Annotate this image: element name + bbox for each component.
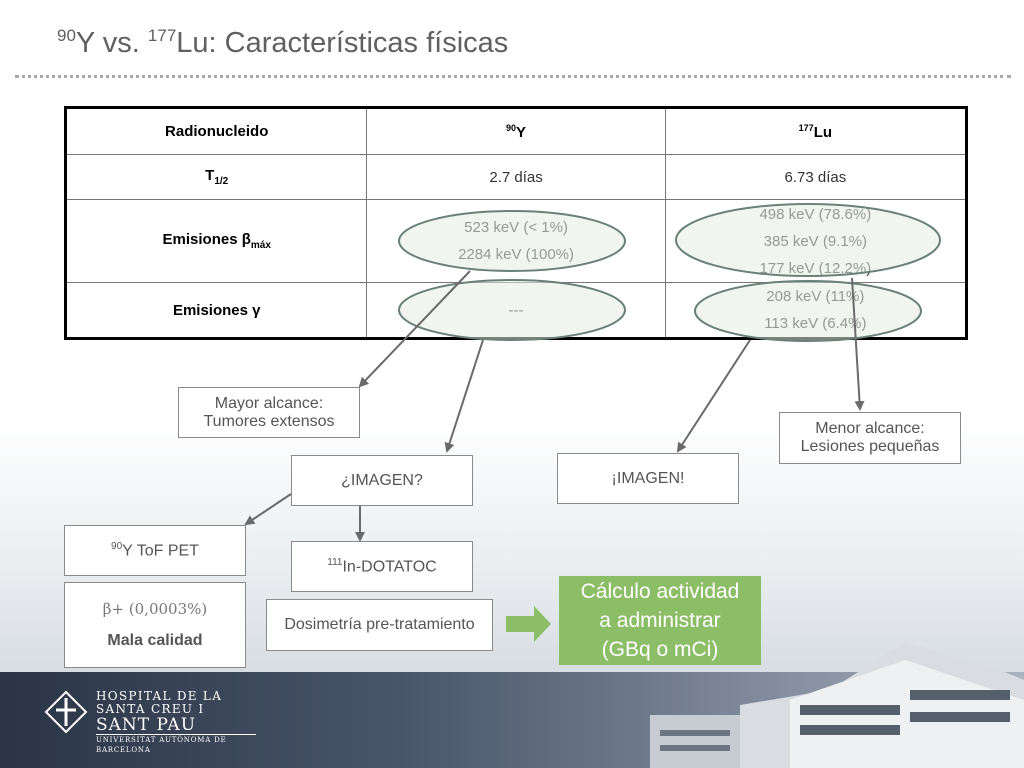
beta-lu: 498 keV (78.6%) 385 keV (9.1%) 177 keV (… xyxy=(664,199,968,283)
page-title: 90Y vs. 177Lu: Características físicas xyxy=(57,26,509,59)
table-row: Emisiones γ --- 208 keV (11%) 113 keV (6… xyxy=(64,282,968,339)
hospital-logo: HOSPITAL DE LA SANTA CREU I SANT PAU UNI… xyxy=(44,690,256,754)
half-life-y: 2.7 días xyxy=(366,154,666,200)
hospital-emblem-icon xyxy=(44,690,88,734)
gamma-label: Emisiones γ xyxy=(64,282,368,339)
imagen-question-box: ¿IMAGEN? xyxy=(291,455,473,506)
beta-label: Emisiones βmáx xyxy=(64,199,368,283)
header-lu: 177Lu xyxy=(664,107,968,155)
radionuclide-table: Radionucleido 90Y 177Lu T1/2 2.7 días 6.… xyxy=(64,106,968,340)
beta-plus-box: β+ (0,0003%) Mala calidad xyxy=(64,582,246,668)
title-divider xyxy=(15,75,1011,78)
beta-y: 523 keV (< 1%) 2284 keV (100%) xyxy=(366,199,666,283)
menor-alcance-box: Menor alcance:Lesiones pequeñas xyxy=(779,412,961,464)
indotatoc-box: 111In-DOTATOC xyxy=(291,541,473,592)
table-row: Emisiones βmáx 523 keV (< 1%) 2284 keV (… xyxy=(64,199,968,283)
header-label: Radionucleido xyxy=(64,107,368,155)
dosimetria-box: Dosimetría pre-tratamiento xyxy=(266,599,493,651)
header-y: 90Y xyxy=(366,107,666,155)
table-row: T1/2 2.7 días 6.73 días xyxy=(64,154,968,200)
half-life-lu: 6.73 días xyxy=(664,154,968,200)
mayor-alcance-box: Mayor alcance:Tumores extensos xyxy=(178,387,360,438)
half-life-label: T1/2 xyxy=(64,154,368,200)
imagen-exclaim-box: ¡IMAGEN! xyxy=(557,453,739,504)
table-row: Radionucleido 90Y 177Lu xyxy=(64,107,968,155)
tof-pet-box: 90Y ToF PET xyxy=(64,525,246,576)
gamma-lu: 208 keV (11%) 113 keV (6.4%) xyxy=(664,282,968,339)
gamma-y: --- xyxy=(366,282,666,339)
